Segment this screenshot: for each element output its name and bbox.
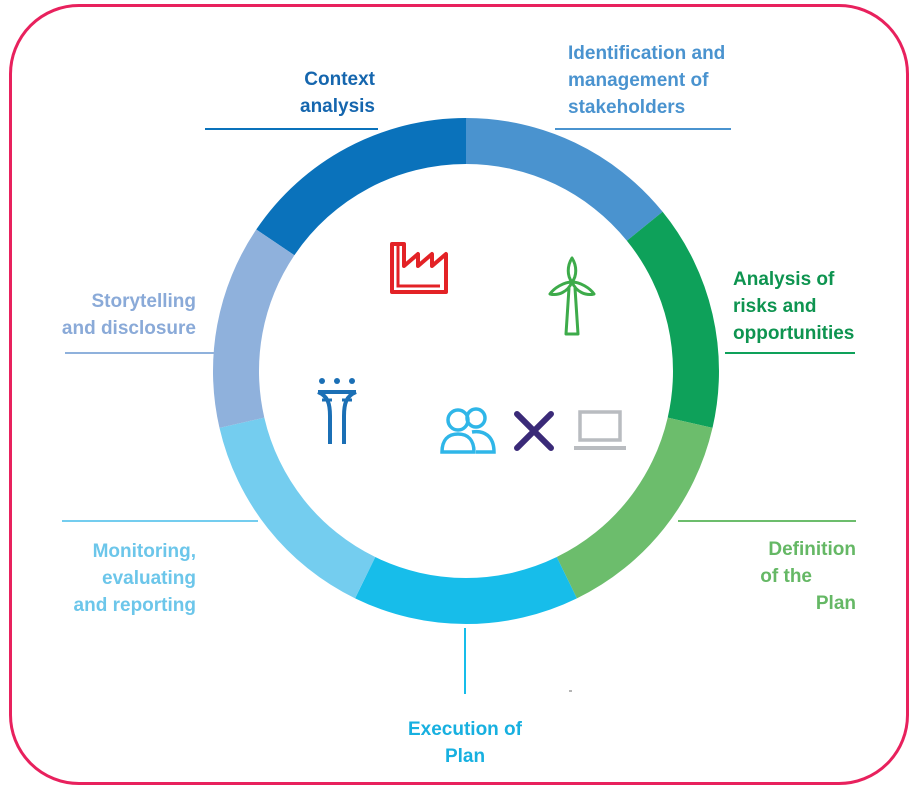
context-connector bbox=[205, 128, 378, 130]
laptop-icon bbox=[574, 410, 626, 450]
ring-segment-monitoring bbox=[219, 417, 376, 599]
stage-label-definition: Definition of the Plan bbox=[760, 539, 856, 614]
storytelling-connector bbox=[65, 352, 215, 354]
people-icon bbox=[440, 407, 496, 454]
transmission-tower-icon bbox=[317, 378, 357, 444]
ring-segment-context bbox=[256, 118, 466, 256]
wind-turbine-icon bbox=[548, 256, 596, 336]
definition-connector bbox=[678, 520, 856, 522]
execution-connector bbox=[464, 628, 466, 694]
factory-icon bbox=[390, 242, 448, 294]
ring-segment-risks bbox=[626, 211, 719, 428]
ring-segment-execution bbox=[355, 557, 577, 624]
cross-icon bbox=[514, 411, 554, 451]
ring-tick bbox=[569, 690, 572, 692]
ring-segment-storytelling bbox=[213, 229, 295, 428]
monitoring-connector bbox=[62, 520, 258, 522]
stakeholders-connector bbox=[555, 128, 731, 130]
diagram-frame bbox=[9, 4, 909, 785]
risks-connector bbox=[725, 352, 855, 354]
ring-segment-stakeholders bbox=[466, 118, 663, 241]
ring-segment-definition bbox=[556, 417, 713, 599]
